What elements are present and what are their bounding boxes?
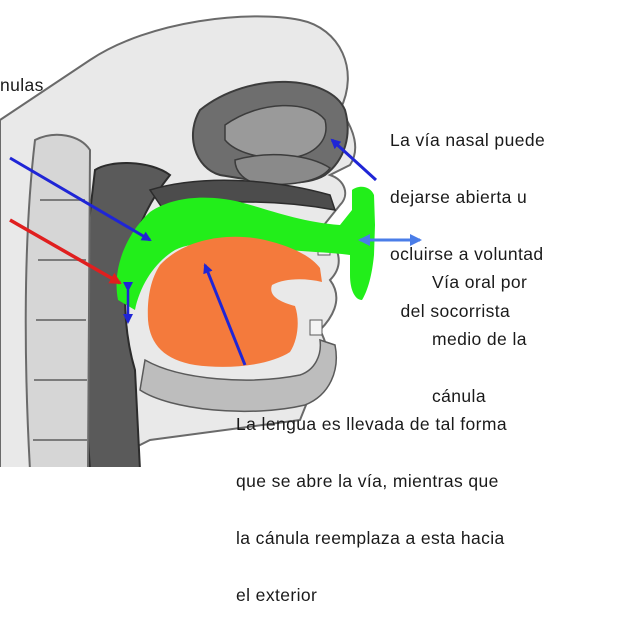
label-line: la cánula reemplaza a esta hacia (236, 529, 507, 548)
label-line: medio de la (432, 330, 527, 349)
label-line: Vía oral por (432, 273, 527, 292)
label-line: que se abre la vía, mientras que (236, 472, 507, 491)
label-line: el exterior (236, 586, 507, 605)
label-line: La lengua es llevada de tal forma (236, 415, 507, 434)
label-line: La vía nasal puede (390, 131, 545, 150)
label-tongue: La lengua es llevada de tal forma que se… (236, 377, 507, 624)
label-line: nulas (0, 76, 44, 95)
label-line: dejarse abierta u (390, 188, 545, 207)
label-cutoff-canulas: nulas (0, 38, 44, 114)
